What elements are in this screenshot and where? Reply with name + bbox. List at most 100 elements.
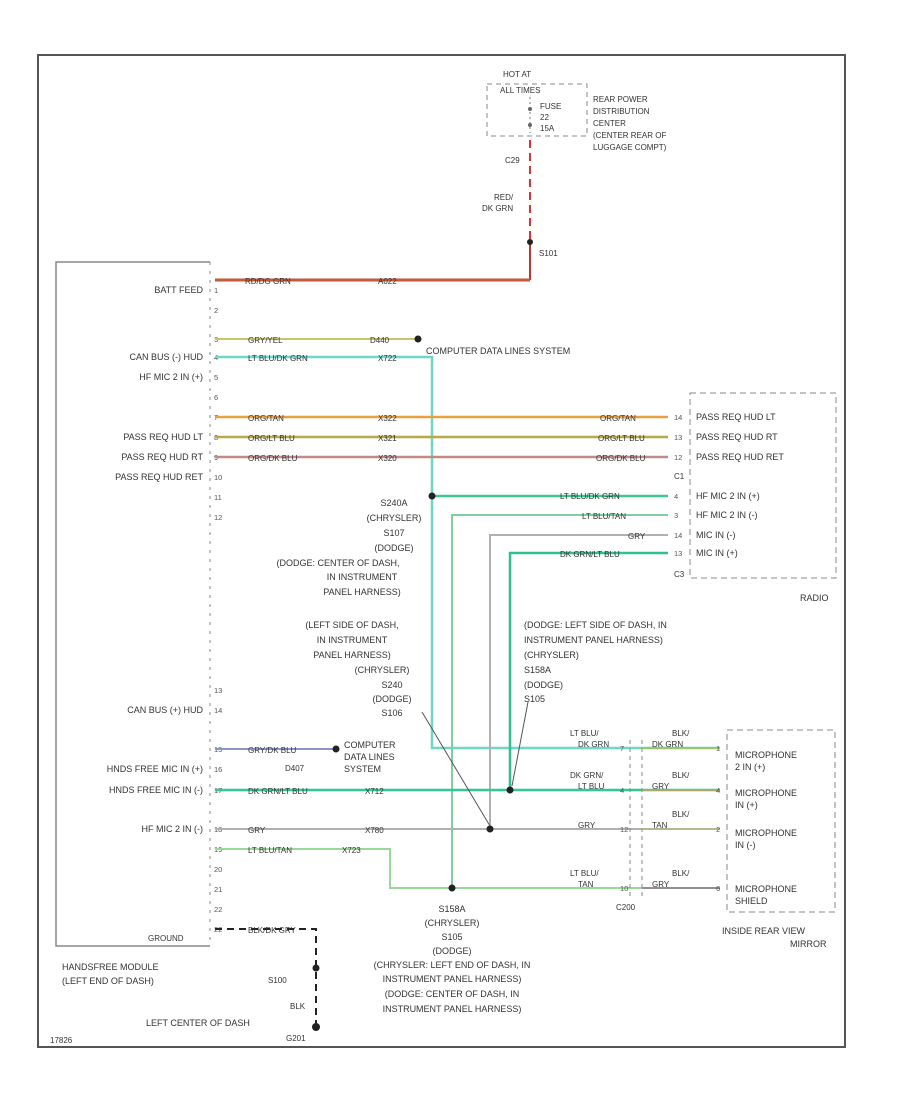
- c200-right-pin: 1: [716, 744, 720, 753]
- radio-conn-1: C1: [674, 472, 685, 481]
- hfm-pin-number: 6: [214, 393, 218, 402]
- splice1-l2: (CHRYSLER): [367, 513, 422, 523]
- mirror-item-name: MICROPHONE: [735, 788, 797, 798]
- c200-label: C200: [616, 903, 636, 912]
- mirror-name-1: INSIDE REAR VIEW: [722, 926, 806, 936]
- rpdc-line-1: REAR POWER: [593, 95, 648, 104]
- splice4-l5: (CHRYSLER: LEFT END OF DASH, IN: [374, 960, 531, 970]
- pass-req-wires: ORG/TAN X322 ORG/TAN ORG/LT BLU X321 ORG…: [215, 414, 668, 463]
- pass-lt-color: ORG/TAN: [248, 414, 284, 423]
- c200-right-color-top: BLK/: [672, 729, 690, 738]
- can-plus-code: D407: [285, 764, 305, 773]
- radio-pin-number: 4: [674, 492, 678, 501]
- mirror-item-detail: 2 IN (+): [735, 762, 765, 772]
- radio-pin-label: HF MIC 2 IN (-): [696, 510, 758, 520]
- radio-pin-number: 3: [674, 511, 678, 520]
- mirror-item-detail: IN (+): [735, 800, 758, 810]
- radio-pin-label: MIC IN (-): [696, 530, 736, 540]
- splice2-l7: S106: [381, 708, 402, 718]
- splice3-l3: (CHRYSLER): [524, 650, 579, 660]
- pass-ret-right-color: ORG/DK BLU: [596, 454, 646, 463]
- mic-plus-color: DK GRN/LT BLU: [248, 787, 308, 796]
- c200-right-color-top: BLK/: [672, 869, 690, 878]
- can-minus-wire: GRY/YEL D440: [215, 335, 422, 345]
- fuse-amp: 15A: [540, 124, 555, 133]
- radio-pin-number: 14: [674, 413, 682, 422]
- splice4-l3: S105: [441, 932, 462, 942]
- radio-wire-3-color: GRY: [628, 532, 646, 541]
- feed-pin: C29: [505, 156, 520, 165]
- hfm-pin-label: PASS REQ HUD LT: [123, 432, 203, 442]
- splice1-l4: (DODGE): [375, 543, 414, 553]
- splice3-l2: INSTRUMENT PANEL HARNESS): [524, 635, 663, 645]
- radio-pin-label: HF MIC 2 IN (+): [696, 491, 760, 501]
- splice2-l2: IN INSTRUMENT: [317, 635, 388, 645]
- data-lines-label-2: DATA LINES: [344, 752, 395, 762]
- feed-wire-code: A022: [378, 277, 397, 286]
- hfm-pin-number: 20: [214, 865, 222, 874]
- mic2-plus-code: X722: [378, 354, 397, 363]
- splice2-l1: (LEFT SIDE OF DASH,: [305, 620, 398, 630]
- pass-lt-right-color: ORG/TAN: [600, 414, 636, 423]
- hfm-pin-number: 14: [214, 706, 222, 715]
- c200-left-color-bottom: TAN: [578, 880, 594, 889]
- feed-wire: C29 RED/ DK GRN S101 RD/DG GRN A022: [215, 140, 558, 286]
- c200-left-pin: 10: [620, 884, 628, 893]
- hfm-pin-number: 10: [214, 473, 222, 482]
- splice-callouts: S240A (CHRYSLER) S107 (DODGE) (DODGE: CE…: [276, 498, 666, 1014]
- hot-label-2: ALL TIMES: [500, 86, 540, 95]
- splice4-l6: INSTRUMENT PANEL HARNESS): [383, 974, 522, 984]
- radio-pin-number: 13: [674, 549, 682, 558]
- radio-pin-number: 12: [674, 453, 682, 462]
- hfm-pin-label: HNDS FREE MIC IN (+): [107, 764, 203, 774]
- mic-minus-color: GRY: [248, 826, 266, 835]
- mirror-item-name: MICROPHONE: [735, 884, 797, 894]
- fuse-block: HOT AT ALL TIMES FUSE 22 15A REAR POWER …: [486, 70, 667, 152]
- hfm-pin-number: 2: [214, 306, 218, 315]
- splice3-l1: (DODGE: LEFT SIDE OF DASH, IN: [524, 620, 667, 630]
- data-lines-label-1: COMPUTER: [344, 740, 396, 750]
- splice-leader-left: [421, 711, 491, 827]
- splice3-l5: (DODGE): [524, 680, 563, 690]
- radio-conn-2: C3: [674, 570, 685, 579]
- radio-wire-1-color: LT BLU/DK GRN: [560, 492, 620, 501]
- splice1-l7: PANEL HARNESS): [323, 587, 401, 597]
- feed-color-1: RED/: [494, 193, 514, 202]
- radio-pin-label: PASS REQ HUD RT: [696, 432, 778, 442]
- radio-wires: LT BLU/DK GRN LT BLU/TAN GRY DK GRN/LT B…: [451, 492, 668, 888]
- hfm-pin-label: BATT FEED: [154, 285, 203, 295]
- feed-color-2: DK GRN: [482, 204, 513, 213]
- hfm-pin-label: CAN BUS (-) HUD: [130, 352, 204, 362]
- hfm-pin-label: HF MIC 2 IN (-): [142, 824, 204, 834]
- splice1-l6: IN INSTRUMENT: [327, 572, 398, 582]
- data-lines-label-top: COMPUTER DATA LINES SYSTEM: [426, 346, 570, 356]
- splice4-l8: INSTRUMENT PANEL HARNESS): [383, 1004, 522, 1014]
- mic-plus-wire: DK GRN/LT BLU X712: [215, 786, 720, 796]
- splice4-l2: (CHRYSLER): [425, 918, 480, 928]
- splice2-l5: S240: [381, 680, 402, 690]
- hfm-pin-number: 21: [214, 885, 222, 894]
- mirror-name-2: MIRROR: [790, 939, 827, 949]
- ground-circuit: BLK/DK GRY S100 BLK LEFT CENTER OF DASH …: [146, 926, 320, 1043]
- c200-left-color-bottom: LT BLU: [578, 782, 605, 791]
- rpdc-line-3: CENTER: [593, 119, 626, 128]
- radio-pin-number: 14: [674, 531, 682, 540]
- mic-minus-wire: GRY X780: [215, 825, 720, 835]
- splice1-l3: S107: [383, 528, 404, 538]
- mic2-minus-color: LT BLU/TAN: [248, 846, 292, 855]
- splice4-l4: (DODGE): [433, 946, 472, 956]
- mic2-minus-code: X723: [342, 846, 361, 855]
- radio-wire-2-color: LT BLU/TAN: [582, 512, 626, 521]
- pass-rt-color: ORG/LT BLU: [248, 434, 295, 443]
- ground-location: LEFT CENTER OF DASH: [146, 1018, 250, 1028]
- mic2-plus-wire: LT BLU/DK GRN X722: [215, 354, 720, 750]
- radio-pin-label: MIC IN (+): [696, 548, 738, 558]
- hfm-pin-number: 11: [214, 493, 222, 502]
